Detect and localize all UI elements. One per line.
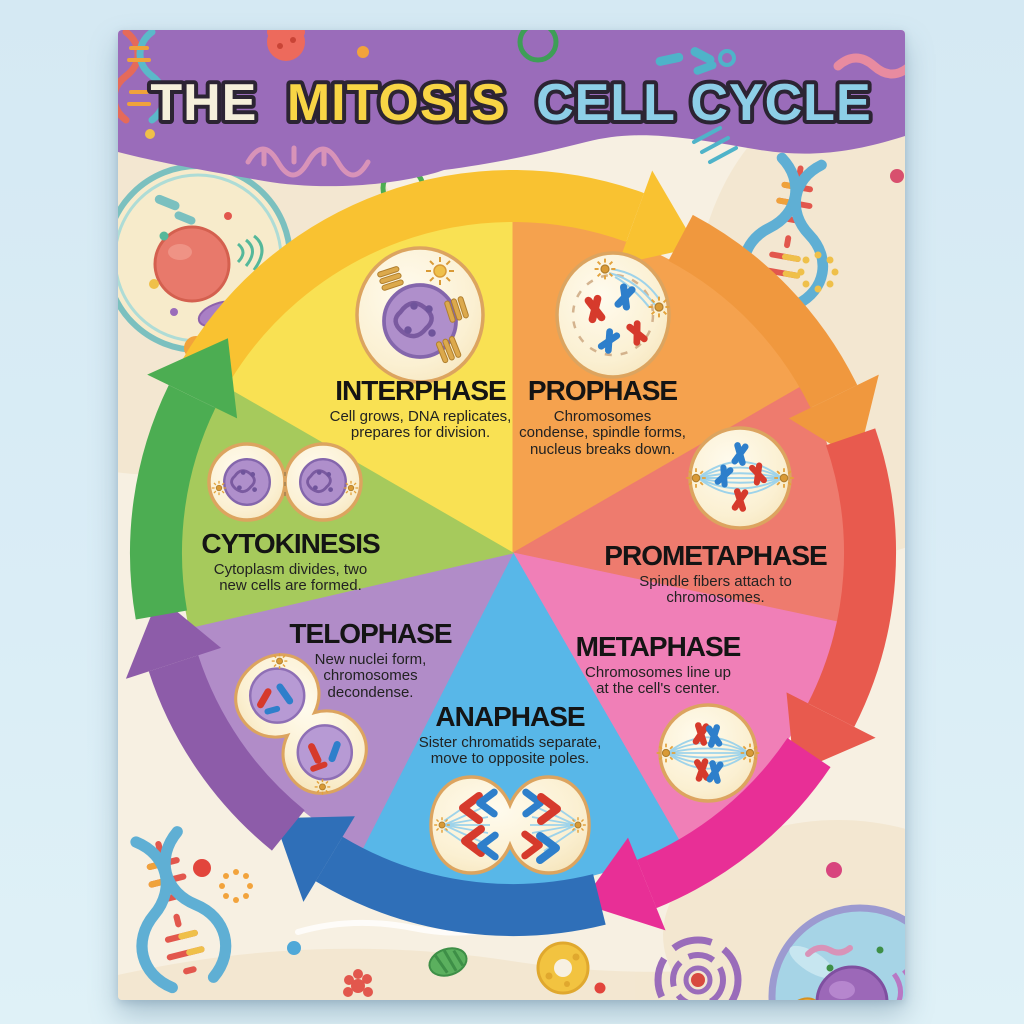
pink-worm — [833, 53, 905, 79]
pink-dot-bottom-right — [826, 862, 842, 878]
red-dot-bottom — [594, 982, 606, 994]
phase-name-anaphase: ANAPHASE — [435, 701, 585, 732]
arrowhead-cytokinesis — [147, 338, 238, 419]
coral-microbe — [343, 969, 373, 997]
banner-dna-helix — [118, 30, 168, 124]
phase-description-cytokinesis: Cytoplasm divides, two new cells are for… — [213, 560, 368, 595]
phase-label-prophase: PROPHASE Chromosomes condense, spindle f… — [490, 375, 715, 459]
phase-description-telophase: New nuclei form, chromosomes decondense. — [314, 650, 427, 702]
phase-description-anaphase: Sister chromatids separate, move to oppo… — [418, 733, 602, 768]
teal-lines — [692, 126, 738, 164]
background-decorations — [118, 155, 905, 1000]
metaphase-cell-illustration — [655, 703, 761, 803]
poster-artwork — [118, 30, 905, 1000]
phase-label-cytokinesis: CYTOKINESIS Cytoplasm divides, two new c… — [178, 528, 403, 595]
cycle-arrow-anaphase — [274, 816, 606, 936]
red-microbe — [267, 30, 305, 61]
mitosis-poster: THE MITOSIS CELL CYCLE INTERPHASE Cell g… — [118, 30, 905, 1000]
prophase-cell-illustration — [555, 251, 671, 379]
yellow-donut — [536, 941, 590, 995]
phase-label-prometaphase: PROMETAPHASE Spindle fibers attach to ch… — [598, 540, 833, 607]
teal-organelles — [655, 47, 736, 75]
orange-dotted-ring — [219, 869, 253, 903]
cytokinesis-cells-illustration — [207, 442, 363, 522]
purple-spiral — [654, 936, 742, 1000]
phase-name-prophase: PROPHASE — [527, 375, 678, 406]
interphase-cell-illustration — [355, 246, 485, 384]
stage-illustrations — [207, 246, 795, 875]
cycle-arrow-telophase — [125, 596, 305, 851]
phase-name-cytokinesis: CYTOKINESIS — [201, 528, 380, 559]
red-dot-bottom-left — [193, 859, 211, 877]
cycle-arrow-interphase — [181, 169, 697, 388]
phase-description-prometaphase: Spindle fibers attach to chromosomes. — [639, 572, 792, 607]
prometaphase-cell-illustration — [685, 426, 795, 530]
banner-orange-dot — [357, 46, 369, 58]
arrowhead-telophase — [125, 596, 221, 679]
phase-name-metaphase: METAPHASE — [575, 631, 742, 662]
phase-label-metaphase: METAPHASE Chromosomes line up at the cel… — [543, 631, 773, 698]
telophase-cell-illustration — [218, 637, 384, 811]
anaphase-cell-illustration — [429, 775, 591, 875]
phase-label-interphase: INTERPHASE Cell grows, DNA replicates, p… — [308, 375, 533, 442]
phase-name-telophase: TELOPHASE — [289, 618, 452, 649]
phase-label-anaphase: ANAPHASE Sister chromatids separate, mov… — [395, 701, 625, 768]
phase-label-telophase: TELOPHASE New nuclei form, chromosomes d… — [258, 618, 483, 702]
phase-description-metaphase: Chromosomes line up at the cell's center… — [585, 663, 731, 698]
banner-decorations — [118, 30, 905, 178]
banner-green-ring — [517, 30, 559, 63]
phase-name-prometaphase: PROMETAPHASE — [604, 540, 827, 571]
phase-description-prophase: Chromosomes condense, spindle forms, nuc… — [519, 407, 686, 459]
pink-dot-right — [890, 169, 904, 183]
cycle-arrow-cytokinesis — [129, 338, 238, 620]
arrowhead-interphase — [618, 170, 697, 265]
yellow-dotted-ring — [797, 251, 839, 293]
phase-description-interphase: Cell grows, DNA replicates, prepares for… — [329, 407, 512, 442]
cycle-arrow-metaphase — [581, 737, 831, 931]
banner-yellow-dot — [145, 129, 155, 139]
arrowhead-metaphase — [581, 837, 666, 931]
blue-dot-bottom-left — [287, 941, 301, 955]
arrowhead-anaphase — [274, 816, 355, 902]
phase-name-interphase: INTERPHASE — [335, 375, 506, 406]
green-striped-microbe — [428, 947, 468, 977]
pink-dna-squiggle — [245, 145, 371, 178]
microbe-cell-bottom-right — [768, 904, 905, 1000]
